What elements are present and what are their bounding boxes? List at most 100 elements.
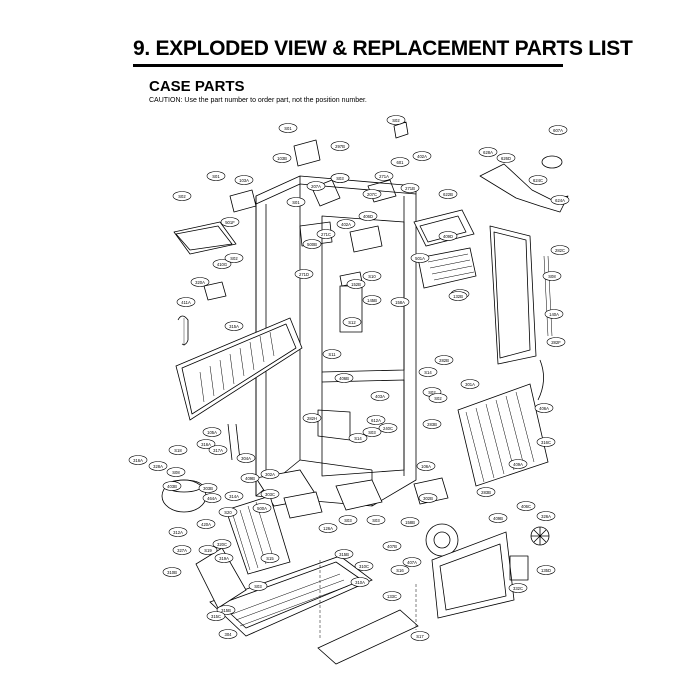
part-label: 612A xyxy=(366,415,386,425)
part-label-text: 409B xyxy=(493,516,503,521)
part-label-text: 316C xyxy=(541,440,551,445)
part-label: S03 xyxy=(248,581,268,591)
part-label: 282H xyxy=(302,413,322,423)
upper-right-tray xyxy=(413,209,477,289)
part-label-text: 316A xyxy=(201,442,211,447)
part-label: 624C xyxy=(528,175,548,185)
part-label-text: 271D xyxy=(299,272,309,277)
part-label: S03 xyxy=(366,515,386,525)
part-label: S12 xyxy=(342,317,362,327)
part-label-text: 406C xyxy=(521,504,531,509)
part-label: S19 xyxy=(198,545,218,555)
rail-assembly xyxy=(479,155,569,365)
part-label: 135D xyxy=(536,565,556,575)
part-label: 271C xyxy=(316,229,336,239)
part-label: 500A xyxy=(252,503,272,513)
part-label: 145B xyxy=(362,295,382,305)
part-label-text: 402A xyxy=(417,154,427,159)
part-label: 310B xyxy=(162,567,182,577)
part-label: 607A xyxy=(548,125,568,135)
part-label: S11 xyxy=(322,349,342,359)
part-label-text: 207A xyxy=(311,184,321,189)
part-label: S03 xyxy=(338,515,358,525)
part-label-text: 310C xyxy=(359,564,369,569)
part-label: 406B xyxy=(334,373,354,383)
part-label: 316A xyxy=(196,439,216,449)
part-label-text: 409D xyxy=(443,234,453,239)
part-label: 327A xyxy=(172,545,192,555)
part-label-text: S02 xyxy=(428,390,436,395)
part-label: 409A xyxy=(508,459,528,469)
part-label: S02 xyxy=(428,393,448,403)
part-label-text: S14 xyxy=(354,436,362,441)
part-label-text: 327A xyxy=(177,548,187,553)
section-header: CASE PARTS CAUTION: Use the part number … xyxy=(149,78,367,105)
part-label: 316C xyxy=(536,437,556,447)
part-label-text: 601 xyxy=(397,160,405,165)
part-label-text: 103B xyxy=(277,156,287,161)
part-label: 103B xyxy=(272,153,292,163)
part-label-text: 207C xyxy=(367,192,377,197)
part-label-text: 132B xyxy=(453,294,463,299)
part-label: 406C xyxy=(516,501,536,511)
part-label-text: 500A xyxy=(257,506,267,511)
part-label: 271B xyxy=(400,183,420,193)
part-label: 624A xyxy=(550,195,570,205)
part-label-text: 158A xyxy=(395,300,405,305)
part-label: 501F xyxy=(220,217,240,227)
part-label: 282F xyxy=(546,337,566,347)
part-label-text: 332C xyxy=(513,586,523,591)
part-label: 315A xyxy=(224,321,244,331)
part-label-text: 304 xyxy=(225,632,233,637)
part-label: 106A xyxy=(416,461,436,471)
part-label: 320A xyxy=(190,277,210,287)
part-label: 315C xyxy=(206,611,226,621)
lower-trays xyxy=(255,469,449,519)
part-label-text: 310B xyxy=(167,570,177,575)
part-label: 326A xyxy=(536,511,556,521)
part-label: S02 xyxy=(224,253,244,263)
part-label-text: 626D xyxy=(501,156,511,161)
part-label-text: 314A xyxy=(229,494,239,499)
part-label: S18 xyxy=(168,445,188,455)
part-label: 282C xyxy=(550,245,570,255)
part-label: S02 xyxy=(172,191,192,201)
part-label-text: 106A xyxy=(421,464,431,469)
part-label-text: 410G xyxy=(217,262,227,267)
part-label-text: S01 xyxy=(284,126,292,131)
part-label-text: 103A xyxy=(239,178,249,183)
part-label: 304 xyxy=(218,629,238,639)
part-label-text: S01 xyxy=(292,200,300,205)
part-label: 283B xyxy=(422,419,442,429)
part-label-text: 133C xyxy=(387,594,397,599)
part-label-text: S01 xyxy=(212,174,220,179)
part-label: 314A xyxy=(224,491,244,501)
part-label-text: 105A xyxy=(207,430,217,435)
part-label-text: S12 xyxy=(348,320,356,325)
part-label-text: 302B xyxy=(423,496,433,501)
part-label-text: 282H xyxy=(307,416,317,421)
part-label-text: 407A xyxy=(407,560,417,565)
part-label-text: 501A xyxy=(415,256,425,261)
part-label: 420A xyxy=(196,519,216,529)
part-label: 297B xyxy=(330,141,350,151)
part-label-text: S02 xyxy=(230,256,238,261)
part-label-text: 317A xyxy=(213,448,223,453)
part-label-text: S08 xyxy=(548,274,556,279)
part-label-text: 409A xyxy=(513,462,523,467)
part-label-text: 320C xyxy=(217,542,227,547)
part-label: S10 xyxy=(362,271,382,281)
part-label-text: 315B xyxy=(339,552,349,557)
part-label-text: 303C xyxy=(265,492,275,497)
section-title: CASE PARTS xyxy=(149,78,245,95)
part-label-text: 320A xyxy=(195,280,205,285)
part-label-text: 312A xyxy=(173,530,183,535)
part-label: 103A xyxy=(234,175,254,185)
part-label-text: 406A xyxy=(539,406,549,411)
part-label-text: S19 xyxy=(204,548,212,553)
part-label: S20 xyxy=(218,507,238,517)
part-label: 133C xyxy=(382,591,402,601)
part-label-text: 303B xyxy=(203,486,213,491)
part-label-text: S03 xyxy=(336,176,344,181)
